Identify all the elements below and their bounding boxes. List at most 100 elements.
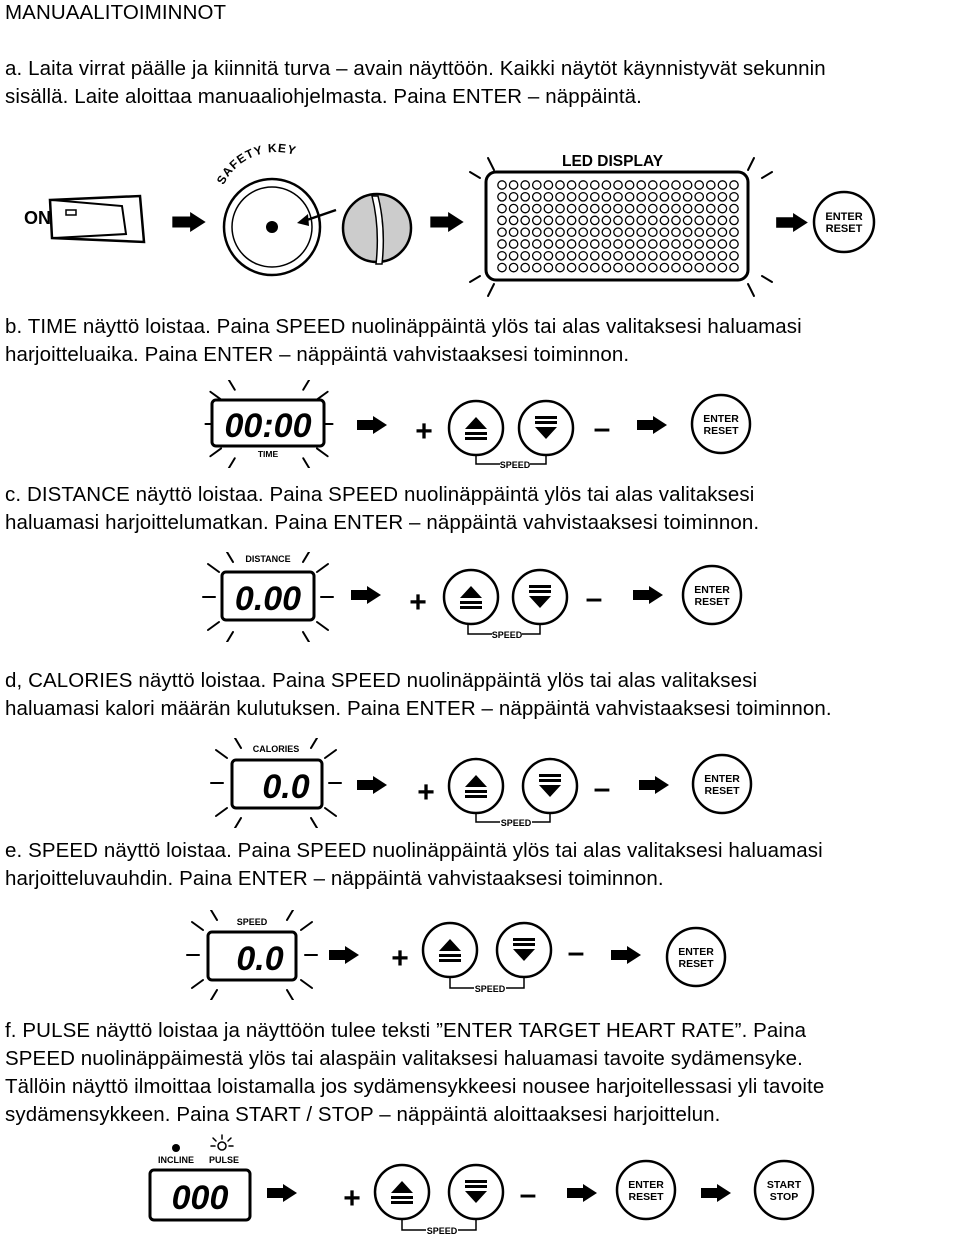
led-dot	[543, 239, 554, 249]
led-dot	[543, 203, 554, 214]
led-dot	[601, 262, 612, 273]
led-dot	[497, 250, 507, 261]
speed-down-button[interactable]	[517, 399, 575, 457]
led-dot	[543, 262, 554, 273]
paragraph-line: c. DISTANCE näyttö loistaa. Paina SPEED …	[5, 483, 755, 506]
pulse-label: PULSE	[209, 1155, 239, 1165]
led-dot	[624, 180, 635, 190]
pulse-display	[148, 1168, 252, 1222]
paragraph-c: c. DISTANCE näyttö loistaa. Paina SPEED …	[5, 481, 759, 537]
enter-label: ENTER	[694, 584, 730, 596]
led-dot	[520, 180, 531, 190]
led-dot	[566, 215, 577, 226]
speed-label: SPEED	[501, 818, 532, 828]
plus-sign: +	[343, 1182, 361, 1215]
led-dot	[624, 215, 635, 226]
speed-down-button[interactable]	[447, 1163, 505, 1221]
led-dot	[729, 180, 739, 190]
led-dot	[647, 227, 658, 238]
led-dot	[636, 215, 647, 226]
figure-b: 00:00 TIME + – SPEED ENTER RESET	[204, 380, 752, 470]
enter-reset-button[interactable]: ENTER RESET	[812, 190, 876, 254]
led-dot	[578, 215, 589, 226]
led-dot	[636, 180, 647, 190]
led-dot	[497, 191, 507, 202]
led-dot	[555, 262, 565, 273]
led-dot	[601, 250, 612, 261]
enter-reset-button[interactable]: ENTER RESET	[665, 926, 727, 988]
led-dot	[682, 180, 693, 190]
led-dot	[555, 227, 565, 238]
led-dot	[682, 215, 693, 226]
paragraph-f: f. PULSE näyttö loistaa ja näyttöön tule…	[5, 1017, 824, 1129]
enter-reset-button[interactable]: ENTER RESET	[615, 1159, 677, 1221]
speed-down-button[interactable]	[511, 568, 569, 626]
led-dot	[555, 203, 565, 214]
enter-reset-button[interactable]: ENTER RESET	[691, 753, 753, 815]
led-dot	[636, 191, 647, 202]
led-dot	[671, 180, 681, 190]
speed-up-button[interactable]	[373, 1163, 431, 1221]
power-switch: ON	[24, 194, 146, 244]
calories-display	[230, 758, 324, 810]
speed-up-button[interactable]	[421, 921, 479, 979]
enter-reset-button[interactable]: ENTER RESET	[681, 564, 743, 626]
paragraph-d: d, CALORIES näyttö loistaa. Paina SPEED …	[5, 667, 832, 723]
enter-label: ENTER	[628, 1179, 664, 1191]
plus-sign: +	[391, 942, 409, 975]
led-dot	[531, 191, 542, 202]
led-dot	[624, 239, 635, 249]
speed-up-button[interactable]	[447, 757, 505, 815]
led-dot	[613, 203, 623, 214]
speed-up-button[interactable]	[442, 568, 500, 626]
arrow-right-icon	[567, 1184, 597, 1202]
led-dot	[717, 262, 728, 273]
minus-sign: –	[568, 936, 585, 969]
led-dot	[613, 239, 623, 249]
enter-label: ENTER	[703, 413, 739, 425]
speed-display-label: SPEED	[237, 917, 268, 927]
speed-down-button[interactable]	[521, 757, 579, 815]
stop-label: STOP	[770, 1191, 798, 1203]
led-dot	[601, 203, 612, 214]
arrow-right-icon	[639, 776, 669, 794]
time-readout: 00:00	[225, 407, 312, 445]
led-dot	[659, 227, 670, 238]
arrow-right-icon	[172, 212, 206, 232]
paragraph-line: haluamasi harjoittelumatkan. Paina ENTER…	[5, 511, 760, 534]
led-dot	[659, 239, 670, 249]
led-dot	[636, 250, 647, 261]
arrow-right-icon	[633, 586, 663, 604]
led-dot	[508, 191, 519, 202]
led-dot	[729, 215, 739, 226]
led-dot	[508, 180, 519, 190]
led-dot	[694, 250, 705, 261]
led-dot	[659, 250, 670, 261]
led-dot	[717, 250, 728, 261]
paragraph-line: haluamasi kalori määrän kulutuksen. Pain…	[5, 697, 832, 720]
led-dot	[613, 227, 623, 238]
led-dot	[682, 227, 693, 238]
led-dot	[636, 262, 647, 273]
led-dot	[705, 262, 716, 273]
led-dot	[717, 180, 728, 190]
pulse-indicator-glow-icon	[210, 1134, 234, 1151]
led-dot	[671, 215, 681, 226]
minus-sign: –	[594, 772, 611, 805]
led-dot	[636, 227, 647, 238]
led-dot	[647, 191, 658, 202]
calories-readout: 0.0	[262, 768, 309, 806]
paragraph-line: b. TIME näyttö loistaa. Paina SPEED nuol…	[5, 315, 802, 338]
speed-down-button[interactable]	[495, 921, 553, 979]
enter-reset-button[interactable]: ENTER RESET	[690, 393, 752, 455]
arrow-right-icon	[701, 1184, 731, 1202]
led-dot	[497, 227, 507, 238]
led-dot	[531, 250, 542, 261]
speed-up-button[interactable]	[447, 399, 505, 457]
paragraph-line: a. Laita virrat päälle ja kiinnitä turva…	[5, 57, 826, 80]
led-dot	[589, 227, 600, 238]
reset-label: RESET	[678, 958, 714, 970]
led-dot	[717, 227, 728, 238]
start-stop-button[interactable]: START STOP	[753, 1159, 815, 1221]
speed-label: SPEED	[492, 630, 523, 640]
